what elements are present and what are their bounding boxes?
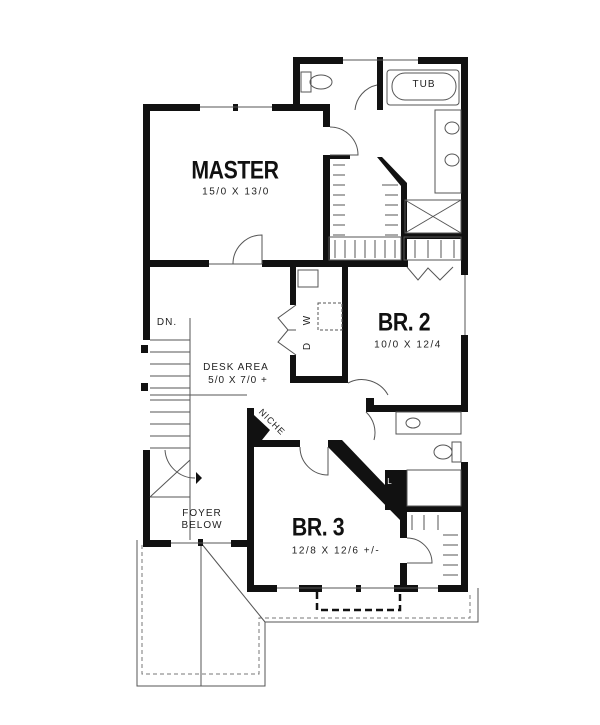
room-name-br2: BR. 2: [377, 308, 431, 337]
stair-down-label: DN.: [156, 317, 178, 328]
room-size-br2: 10/0 X 12/4: [374, 339, 442, 351]
room-name-desk-area: DESK AREA: [203, 362, 269, 373]
room-size-master: 15/0 X 13/0: [202, 186, 270, 198]
tub-label: TUB: [412, 79, 436, 90]
room-name-master: MASTER: [191, 156, 279, 185]
room-name-br3: BR. 3: [291, 513, 345, 542]
windows: [171, 59, 466, 589]
foyer-label-line2: BELOW: [181, 520, 223, 531]
porch-roof-outline: [136, 540, 479, 687]
door-swings: [209, 84, 454, 564]
room-size-br3: 12/8 X 12/6 +/-: [291, 545, 381, 557]
foyer-label-line1: FOYER: [182, 508, 222, 519]
fixtures: [141, 69, 462, 540]
washer-label: W: [302, 314, 313, 326]
closet-shelving: [328, 164, 462, 576]
room-size-desk-area: 5/0 X 7/0 +: [208, 375, 268, 386]
dryer-label: D: [302, 341, 313, 351]
linen-closet-label: L: [387, 477, 393, 486]
